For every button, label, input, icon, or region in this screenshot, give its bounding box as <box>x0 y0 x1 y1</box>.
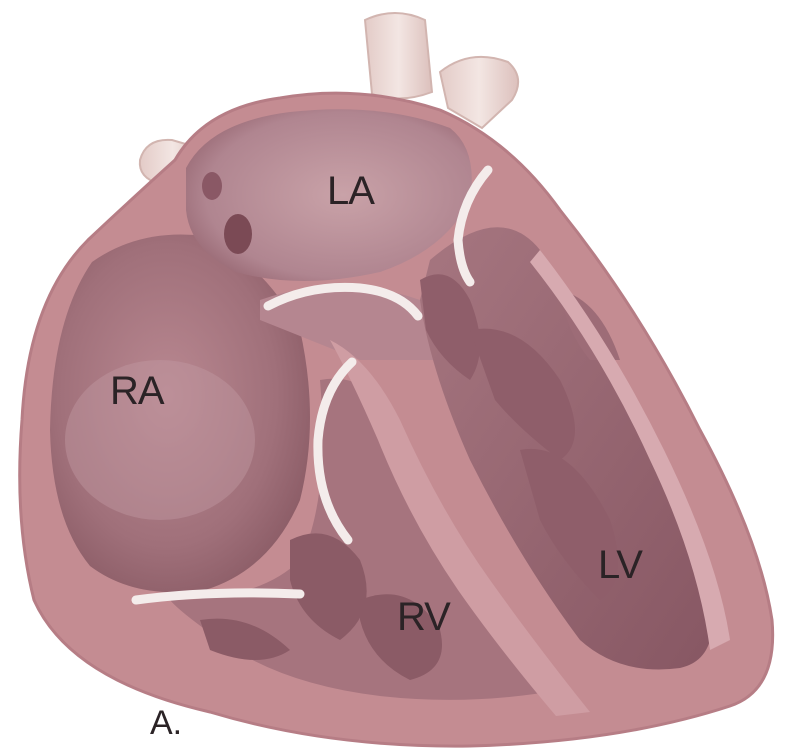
left-atrium-label: LA <box>327 169 375 213</box>
right-ventricle-label: RV <box>397 595 451 639</box>
superior-vessel <box>365 13 432 99</box>
left-ventricle-label: LV <box>598 543 643 587</box>
left-atrium-orifice-2 <box>202 172 222 200</box>
panel-label: A. <box>150 704 182 742</box>
right-atrium-label: RA <box>110 369 165 413</box>
left-atrium-orifice <box>224 214 252 254</box>
